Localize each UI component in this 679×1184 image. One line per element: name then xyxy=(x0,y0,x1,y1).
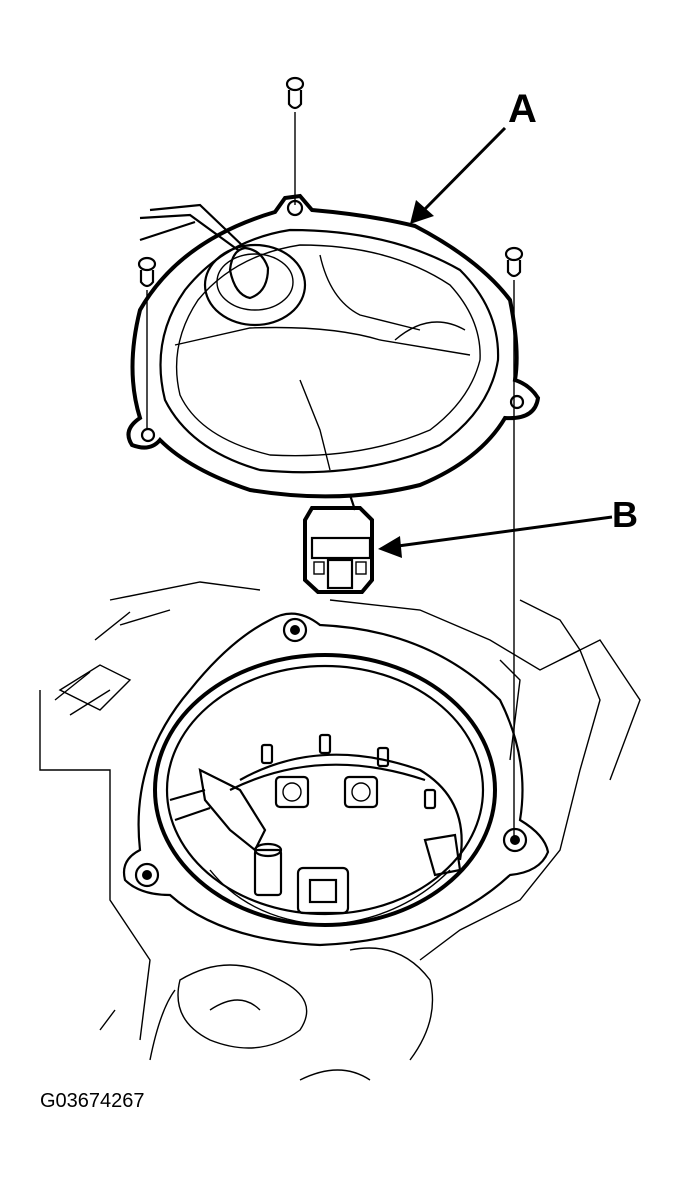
fuel-pump-module xyxy=(169,733,463,926)
leader-arrow-b xyxy=(378,515,613,558)
screw-top xyxy=(285,76,305,205)
label-b: B xyxy=(612,494,638,535)
body-panel xyxy=(39,581,641,1081)
cover-hole-left xyxy=(140,427,156,443)
fuel-pump-cover xyxy=(126,193,541,499)
leader-arrow-a xyxy=(410,126,507,224)
label-a: A xyxy=(508,87,537,131)
ring-bolt-top xyxy=(282,617,308,643)
screw-left xyxy=(137,256,157,430)
connector-b xyxy=(303,494,374,594)
screw-right xyxy=(504,246,524,838)
cover-hole-right xyxy=(509,394,525,410)
ring-bolt-right xyxy=(502,827,528,853)
ring-bolt-left xyxy=(134,862,160,888)
figure-id: G03674267 xyxy=(40,1090,145,1112)
